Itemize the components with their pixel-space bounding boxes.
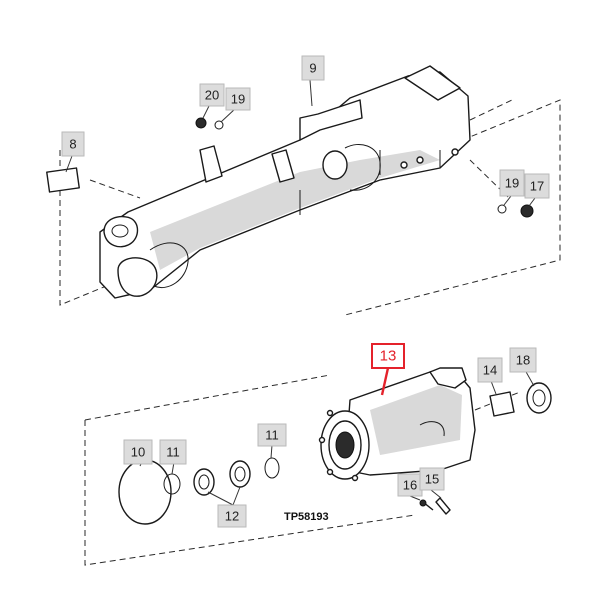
callout-20: 20 [199, 83, 225, 107]
svg-text:8: 8 [69, 137, 76, 152]
svg-text:19: 19 [231, 92, 245, 107]
gasket-part [46, 167, 80, 193]
callout-11b: 11 [257, 423, 287, 447]
bearing-12a-icon [193, 468, 215, 496]
hardware-upper [46, 117, 534, 218]
svg-text:14: 14 [483, 363, 497, 378]
svg-text:11: 11 [265, 428, 279, 443]
bushing-14-icon [489, 391, 515, 417]
svg-text:20: 20 [205, 88, 219, 103]
svg-text:9: 9 [309, 61, 316, 76]
hub-carrier-part [318, 367, 476, 482]
bolt-15-icon [435, 497, 451, 515]
washer-19b-icon [497, 204, 507, 214]
svg-text:16: 16 [403, 478, 417, 493]
svg-text:11: 11 [166, 445, 180, 460]
svg-text:19: 19 [505, 176, 519, 191]
hardware-lower [118, 382, 552, 525]
callout-18: 18 [509, 347, 537, 373]
nut-17-icon [520, 204, 534, 218]
seal-ring-10-icon [118, 459, 172, 525]
svg-text:12: 12 [225, 509, 239, 524]
callout-16: 16 [397, 473, 423, 497]
svg-text:13: 13 [380, 348, 397, 365]
figure-code: TP58193 [284, 511, 329, 523]
callout-10: 10 [123, 439, 153, 465]
callout-15: 15 [419, 467, 445, 491]
svg-text:10: 10 [131, 445, 145, 460]
callout-17: 17 [524, 173, 550, 199]
svg-text:15: 15 [425, 472, 439, 487]
callout-11: 11 [159, 439, 187, 465]
svg-text:18: 18 [516, 353, 530, 368]
callout-13-highlighted: 13 [371, 343, 405, 369]
callout-9: 9 [301, 55, 325, 81]
axle-housing-part [99, 65, 471, 299]
callout-14: 14 [477, 357, 503, 383]
o-ring-11b-icon [264, 457, 280, 479]
callout-8: 8 [61, 131, 85, 157]
bearing-12b-icon [229, 460, 251, 488]
callout-19b: 19 [499, 169, 525, 197]
callout-19: 19 [225, 87, 251, 111]
bushing-18-icon [526, 382, 552, 414]
svg-text:17: 17 [530, 179, 544, 194]
nut-20-icon [195, 117, 207, 129]
leader-lines [65, 79, 536, 506]
washer-19-icon [214, 120, 224, 130]
callout-12: 12 [217, 504, 247, 528]
